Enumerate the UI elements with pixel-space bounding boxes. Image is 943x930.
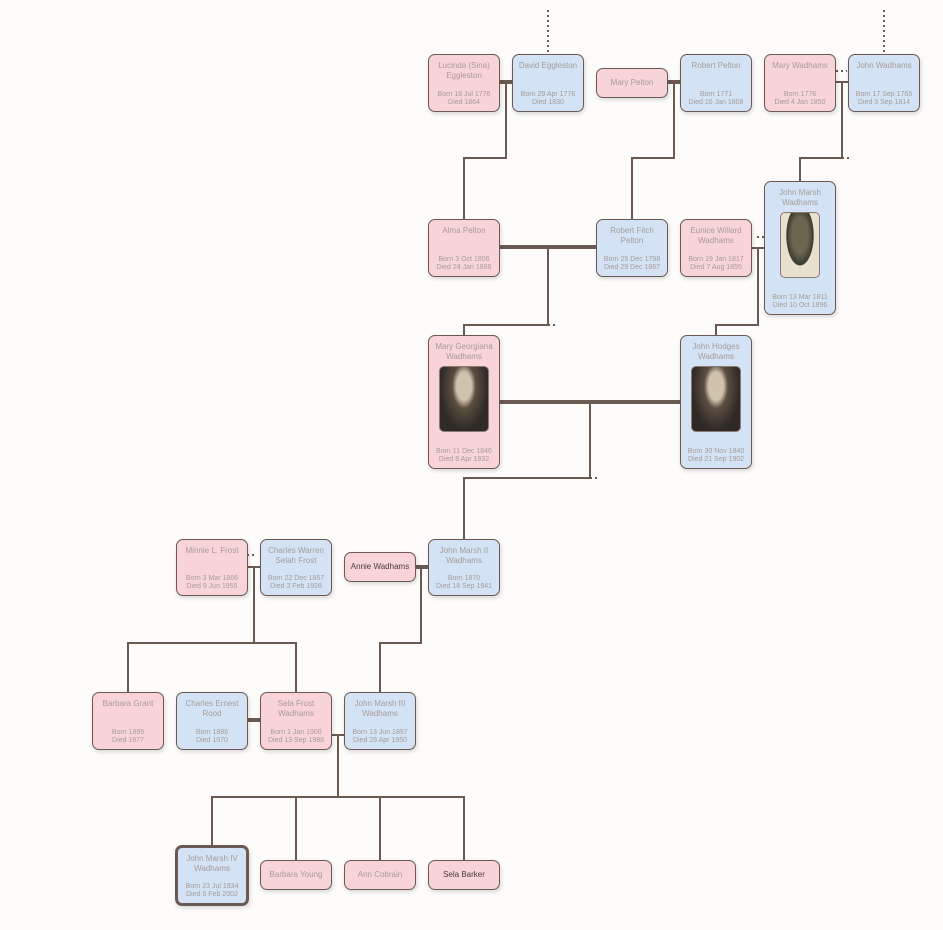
person-name: Barbara Grant <box>102 699 154 708</box>
person-name: Lucinda (Sina) Eggleston <box>438 61 490 80</box>
death-date: Died 1977 <box>112 737 144 744</box>
death-date: Died 9 Jun 1955 <box>186 583 238 590</box>
birth-date: Born 1886 <box>195 729 229 736</box>
person-name: Robert Fitch Pelton <box>610 226 654 245</box>
person-card-ann-cobrain[interactable]: Ann Cobrain <box>344 860 416 890</box>
birth-date: Born 13 Mar 1811 <box>772 294 828 301</box>
person-name: John Wadhams <box>856 61 912 70</box>
birth-date: Born 29 Apr 1776 <box>520 91 576 98</box>
death-date: Died 6 Feb 2002 <box>186 891 238 898</box>
birth-date: Born 23 Jul 1934 <box>185 883 239 890</box>
person-card-barbara-young[interactable]: Barbara Young <box>260 860 332 890</box>
birth-date: Born 1 Jan 1900 <box>270 729 322 736</box>
person-name: Mary Wadhams <box>772 61 828 70</box>
portrait-photo <box>439 366 489 432</box>
birth-date: Born 3 Mar 1866 <box>185 575 239 582</box>
birth-date: Born 11 Dec 1846 <box>436 448 492 455</box>
person-name: Sela Frost Wadhams <box>277 699 315 718</box>
death-date: Died 3 Feb 1928 <box>270 583 322 590</box>
death-date: Died 4 Jan 1850 <box>774 99 826 106</box>
person-name: Ann Cobrain <box>357 870 403 879</box>
person-name: Minnie L. Frost <box>185 546 239 555</box>
person-name: Charles Ernest Rood <box>185 699 239 718</box>
death-date: Died 16 Jan 1808 <box>688 99 744 106</box>
death-date: Died 21 Sep 1902 <box>687 456 745 463</box>
death-date: Died 7 Aug 1855 <box>690 264 742 271</box>
person-name: John Marsh Wadhams <box>779 188 821 207</box>
person-name: Eunice Willard Wadhams <box>690 226 742 245</box>
birth-date: Born 13 Jun 1897 <box>352 729 408 736</box>
birth-date: Born 25 Dec 1798 <box>603 256 661 263</box>
person-name: Charles Warren Selah Frost <box>268 546 324 565</box>
portrait-photo <box>780 212 820 278</box>
birth-date: Born 1870 <box>447 575 481 582</box>
death-date: Died 3 Sep 1814 <box>857 99 911 106</box>
person-name: Alma Pelton <box>442 226 486 235</box>
person-card-annie-wadhams[interactable]: Annie Wadhams <box>344 552 416 582</box>
person-name: Sela Barker <box>443 870 485 879</box>
person-name: David Eggleston <box>518 61 578 70</box>
person-name: Mary Pelton <box>610 78 654 87</box>
person-name: John Marsh II Wadhams <box>439 546 489 565</box>
person-name: John Hodges Wadhams <box>692 342 740 361</box>
birth-date: Born 1776 <box>783 91 817 98</box>
death-date: Died 8 Apr 1932 <box>438 456 490 463</box>
person-name: Annie Wadhams <box>350 562 410 571</box>
death-date: Died 18 Sep 1941 <box>435 583 493 590</box>
death-date: Died 1864 <box>448 99 480 106</box>
portrait-photo <box>691 366 741 432</box>
birth-date: Born 3 Oct 1806 <box>438 256 490 263</box>
person-name: Mary Georgiana Wadhams <box>435 342 493 361</box>
birth-date: Born 1771 <box>699 91 733 98</box>
person-name: Barbara Young <box>269 870 323 879</box>
death-date: Died 10 Oct 1896 <box>772 302 828 309</box>
person-name: John Marsh IV Wadhams <box>186 854 238 873</box>
person-card-mary-pelton[interactable]: Mary Pelton <box>596 68 668 98</box>
birth-date: Born 17 Sep 1765 <box>855 91 913 98</box>
birth-date: Born 18 Jul 1776 <box>437 91 491 98</box>
death-date: Died 28 Apr 1950 <box>352 737 408 744</box>
birth-date: Born 30 Nov 1840 <box>687 448 745 455</box>
death-date: Died 1970 <box>196 737 228 744</box>
person-name: Robert Pelton <box>691 61 741 70</box>
death-date: Died 13 Sep 1988 <box>267 737 325 744</box>
death-date: Died 1830 <box>532 99 564 106</box>
person-card-sela-barker[interactable]: Sela Barker <box>428 860 500 890</box>
birth-date: Born 19 Jan 1817 <box>688 256 744 263</box>
death-date: Died 29 Dec 1867 <box>603 264 661 271</box>
death-date: Died 24 Jan 1888 <box>436 264 492 271</box>
person-name: John Marsh III Wadhams <box>354 699 406 718</box>
birth-date: Born 1895 <box>111 729 145 736</box>
birth-date: Born 22 Dec 1857 <box>267 575 325 582</box>
